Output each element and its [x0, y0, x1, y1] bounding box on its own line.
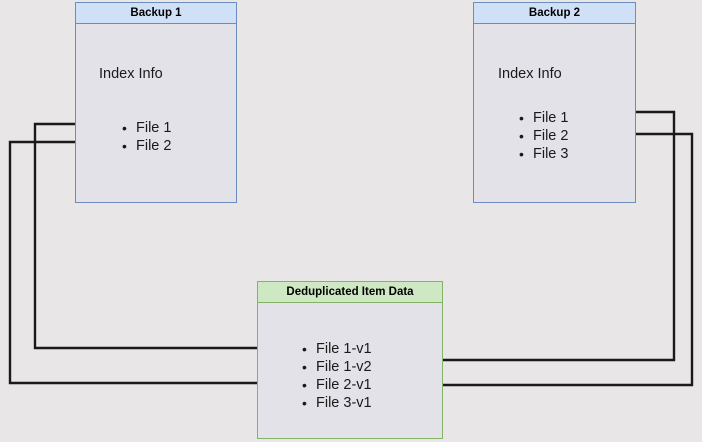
- node-backup-2-header: Backup 2: [474, 3, 635, 24]
- node-deduplicated-item-data-body: File 1-v1 File 1-v2 File 2-v1 File 3-v1: [258, 303, 442, 438]
- node-deduplicated-file-list: File 1-v1 File 1-v2 File 2-v1 File 3-v1: [302, 340, 372, 412]
- list-item: File 2: [122, 137, 171, 155]
- node-backup-1-subtitle: Index Info: [99, 66, 163, 82]
- node-backup-1-file-list: File 1 File 2: [122, 119, 171, 155]
- list-item: File 3-v1: [302, 394, 372, 412]
- node-deduplicated-item-data-header: Deduplicated Item Data: [258, 282, 442, 303]
- node-backup-2[interactable]: Backup 2 Index Info File 1 File 2 File 3: [473, 2, 636, 203]
- node-backup-1-body: Index Info File 1 File 2: [76, 24, 236, 202]
- list-item: File 1: [122, 119, 171, 137]
- list-item: File 1-v1: [302, 340, 372, 358]
- node-deduplicated-item-data[interactable]: Deduplicated Item Data File 1-v1 File 1-…: [257, 281, 443, 439]
- list-item: File 1: [519, 109, 568, 127]
- node-backup-2-subtitle: Index Info: [498, 66, 562, 82]
- list-item: File 1-v2: [302, 358, 372, 376]
- node-backup-2-body: Index Info File 1 File 2 File 3: [474, 24, 635, 202]
- list-item: File 3: [519, 145, 568, 163]
- list-item: File 2: [519, 127, 568, 145]
- list-item: File 2-v1: [302, 376, 372, 394]
- node-backup-1-header: Backup 1: [76, 3, 236, 24]
- node-backup-1[interactable]: Backup 1 Index Info File 1 File 2: [75, 2, 237, 203]
- node-backup-2-file-list: File 1 File 2 File 3: [519, 109, 568, 163]
